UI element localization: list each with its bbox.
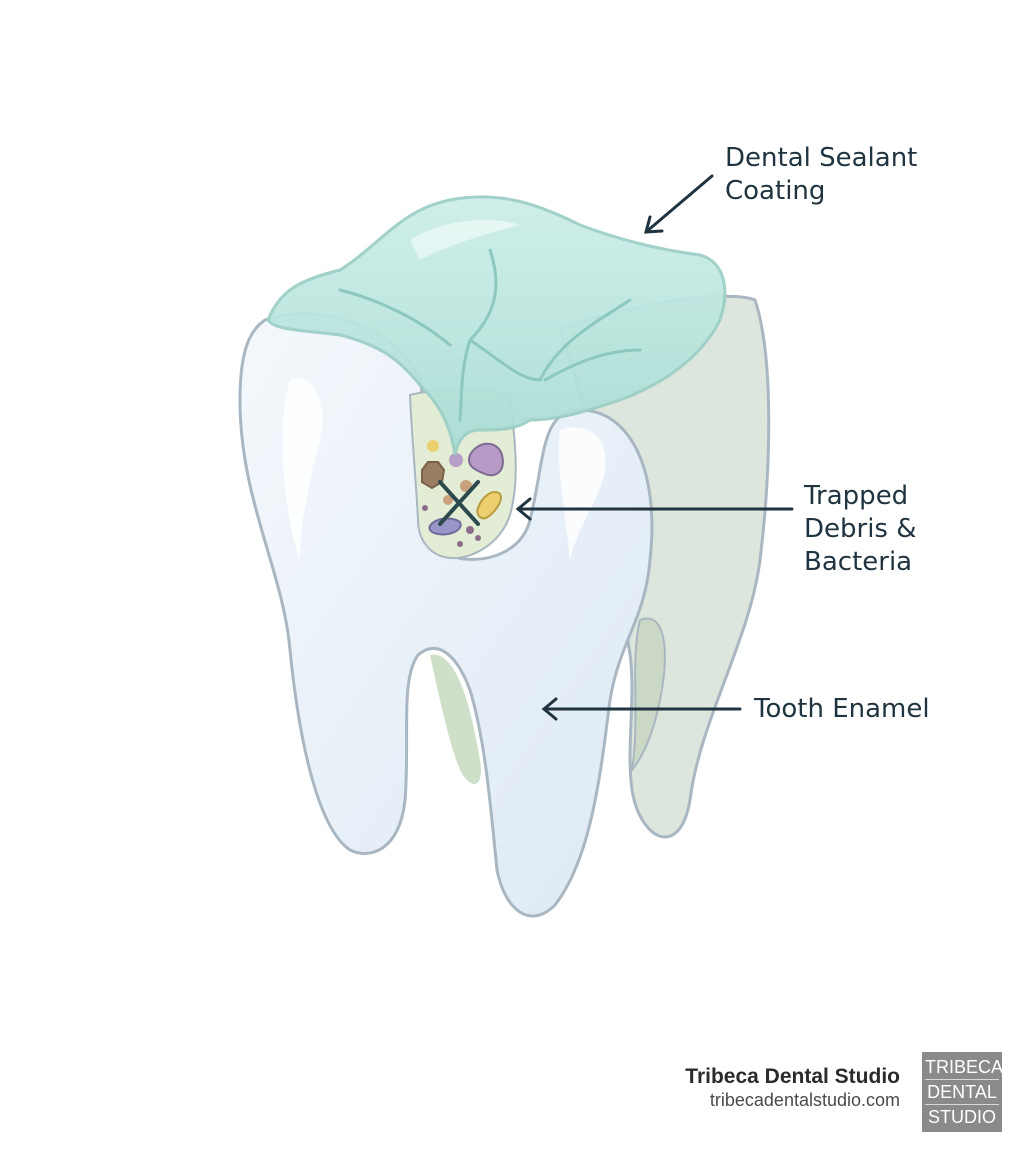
enamel-highlight-right [558, 427, 606, 560]
sealant-highlight [410, 220, 520, 260]
blocked-x-mark [438, 480, 480, 526]
tooth-enamel-body [238, 312, 654, 918]
bacteria-cluster [421, 440, 504, 547]
label-debris-line-1: Trapped [804, 481, 909, 511]
arrow-debris [515, 497, 794, 521]
sealant-fissure-lines [338, 248, 642, 422]
brand-url: tribecadentalstudio.com [709, 1090, 900, 1110]
logo-line-3: STUDIO [927, 1107, 996, 1127]
enamel-highlight-left [282, 378, 323, 560]
sealant-coating [266, 195, 727, 456]
label-tooth-enamel: Tooth Enamel [754, 694, 930, 724]
label-trapped-debris-bacteria: Trapped Debris & Bacteria [804, 480, 917, 579]
brand-logo: TRIBECA DENTAL STUDIO [922, 1052, 1003, 1132]
logo-line-2: DENTAL [925, 1080, 999, 1105]
label-dental-sealant-coating: Dental Sealant Coating [725, 142, 917, 208]
logo-line-1: TRIBECA [925, 1055, 1003, 1080]
label-debris-line-2: Debris & [804, 514, 917, 544]
label-sealant-line-2: Coating [725, 176, 826, 206]
arrow-sealant [644, 174, 714, 234]
label-sealant-line-1: Dental Sealant [725, 143, 918, 173]
right-root-highlight [630, 617, 666, 774]
brand-name: Tribeca Dental Studio [685, 1065, 900, 1088]
label-debris-line-3: Bacteria [804, 547, 913, 577]
root-inner-shade [430, 654, 481, 784]
arrow-enamel [541, 697, 742, 721]
